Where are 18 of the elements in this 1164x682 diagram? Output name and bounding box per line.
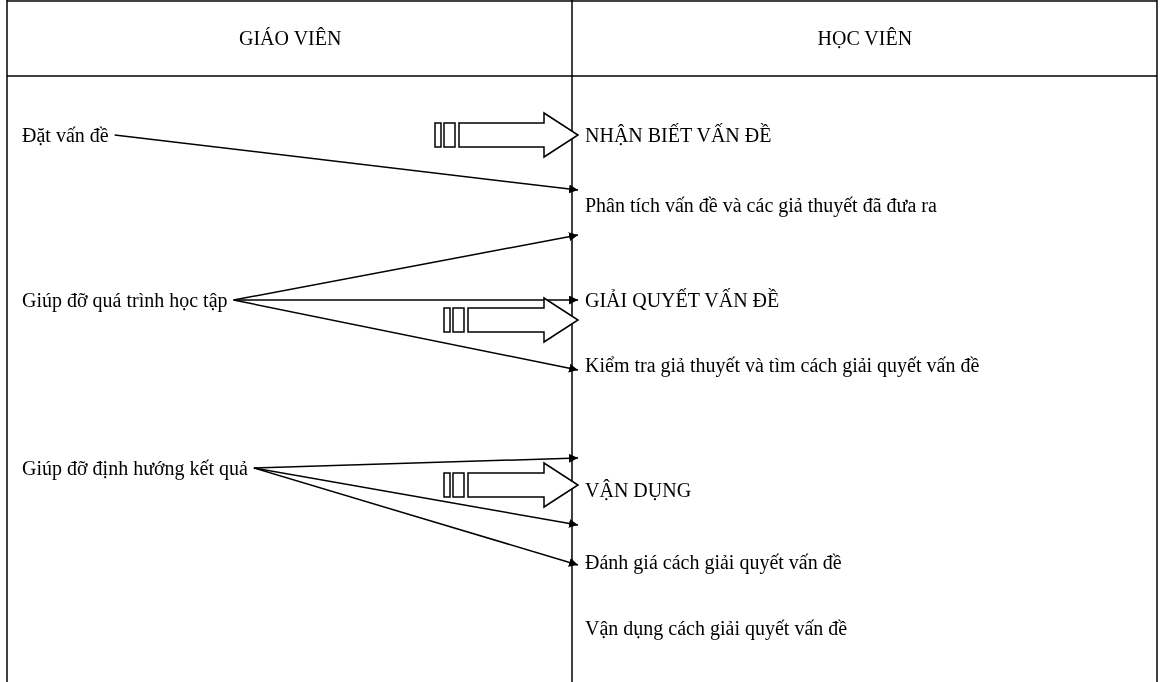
student-step-text: Vận dụng cách giải quyết vấn đề xyxy=(578,608,848,648)
column-header: HỌC VIÊN xyxy=(817,26,913,51)
student-step-text: Phân tích vấn đề và các giả thuyết đã đưa ra xyxy=(578,185,937,225)
student-step-text: Đánh giá cách giải quyết vấn đề xyxy=(578,542,842,582)
arrow xyxy=(232,232,579,301)
arrow xyxy=(253,467,579,567)
arrow xyxy=(232,295,579,305)
teacher-role-text: Giúp đỡ quá trình học tập xyxy=(22,280,228,320)
arrow xyxy=(232,299,579,373)
arrow xyxy=(253,453,579,469)
arrow xyxy=(113,134,579,194)
student-step-text: VẬN DỤNG xyxy=(578,470,692,510)
column-header: GIÁO VIÊN xyxy=(239,26,342,51)
teacher-role-text: Giúp đỡ định hướng kết quả xyxy=(22,448,248,488)
student-step-text: NHẬN BIẾT VẤN ĐỀ xyxy=(578,115,772,155)
student-step-text: GIẢI QUYẾT VẤN ĐỀ xyxy=(578,280,780,320)
student-step-text: Kiểm tra giả thuyết và tìm cách giải quyết vấn đề xyxy=(578,337,1145,393)
teacher-role-text: Đặt vấn đề xyxy=(22,115,109,155)
